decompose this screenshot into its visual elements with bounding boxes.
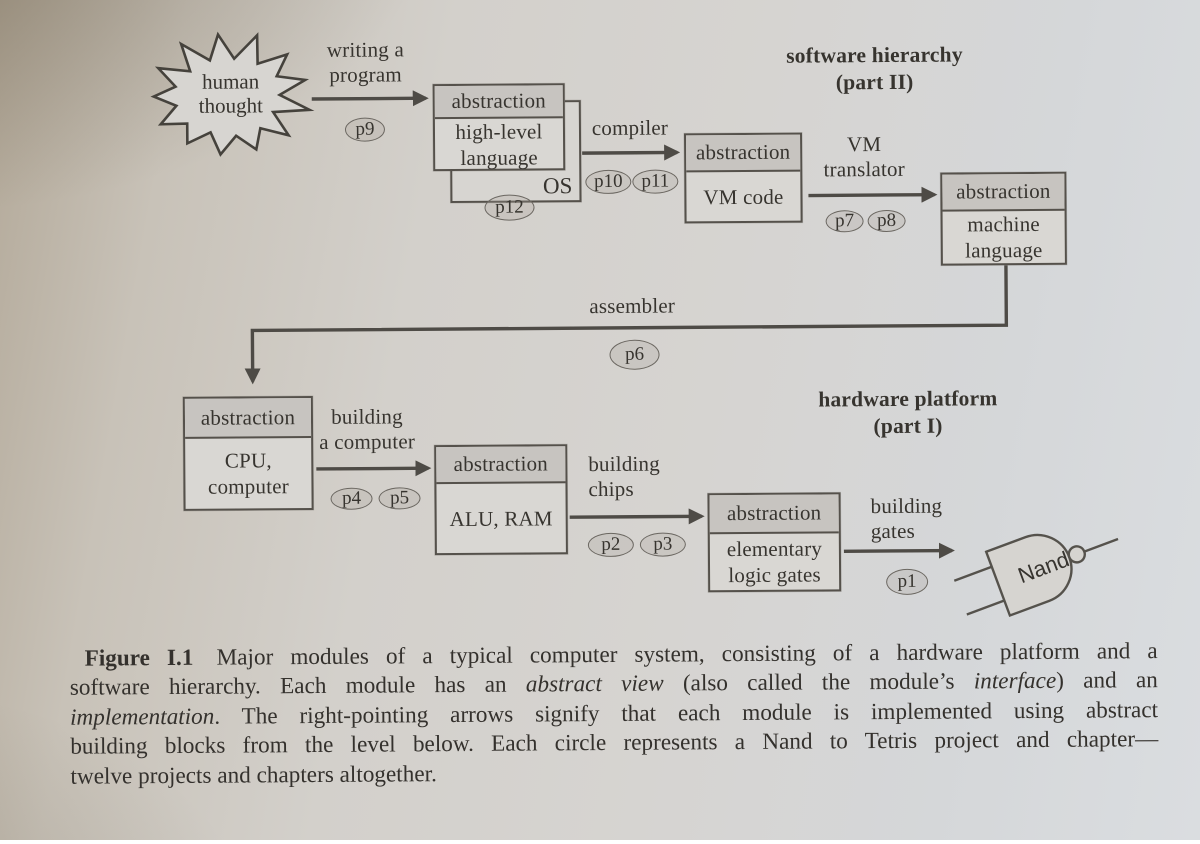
building-gates-arrow <box>843 542 955 559</box>
heading-hardware-platform: hardware platform(part I) <box>818 386 998 439</box>
box-os-corner-label: OS <box>542 173 573 199</box>
nand-gate-icon: Nand <box>953 533 1119 618</box>
building-computer-arrow <box>316 460 432 477</box>
project-circle-p1: p1 <box>886 568 929 596</box>
assembler-elbow-line <box>244 265 1009 385</box>
box-vm-code-header: abstraction <box>686 134 801 173</box>
box-machine-language-header: abstraction <box>942 173 1065 212</box>
compiler-arrow <box>582 144 681 161</box>
figure-caption: Figure I.1 Major modules of a typical co… <box>70 637 1159 792</box>
box-alu-ram-header: abstraction <box>436 446 566 485</box>
box-alu-ram-body: ALU, RAM <box>449 505 553 531</box>
building-chips-arrow <box>569 508 705 525</box>
label-compiler: compiler <box>591 115 669 141</box>
box-elementary-logic-gates-header: abstraction <box>709 494 839 535</box>
heading-software-hierarchy: software hierarchy(part II) <box>786 42 963 95</box>
box-vm-code: abstraction VM code <box>684 132 803 224</box>
box-cpu-computer-body: CPU,computer <box>207 448 289 499</box>
box-high-level-language-header: abstraction <box>434 85 563 120</box>
label-assembler: assembler <box>589 293 676 319</box>
writing-program-arrow <box>311 90 429 107</box>
vm-translator-arrow <box>808 186 938 203</box>
project-circle-p9: p9 <box>344 117 386 142</box>
box-cpu-computer-header: abstraction <box>184 398 312 439</box>
box-vm-code-body: VM code <box>703 184 784 209</box>
starburst-shape <box>150 31 315 157</box>
